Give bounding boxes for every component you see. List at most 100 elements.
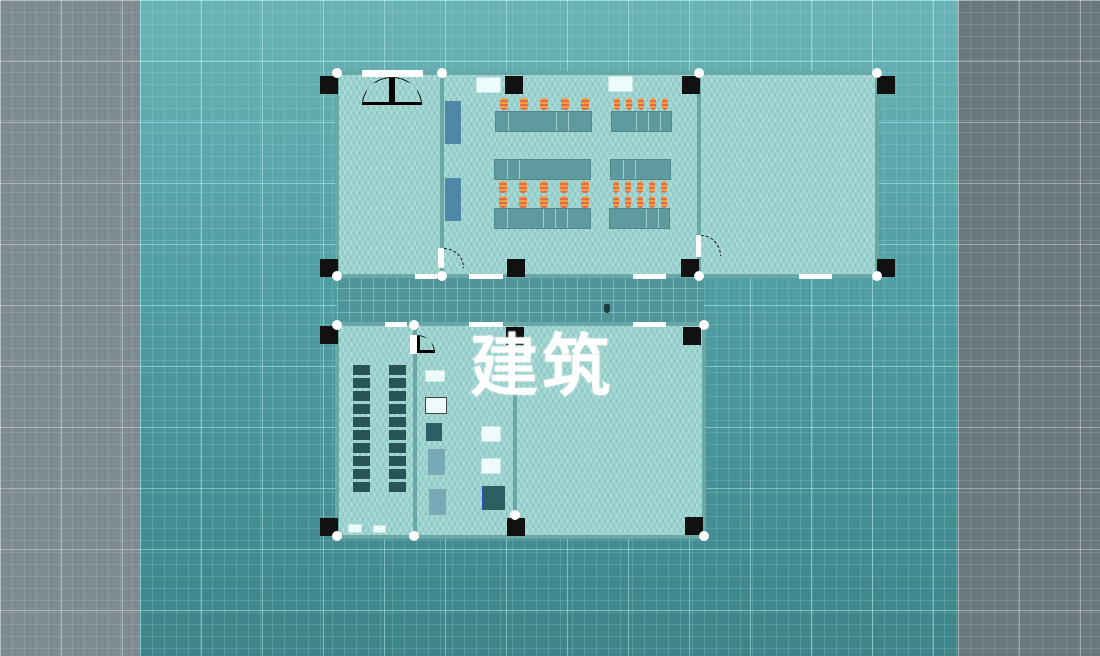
wall-node[interactable]: [437, 271, 447, 281]
cabinet[interactable]: [445, 101, 461, 144]
desk-row[interactable]: [609, 208, 670, 229]
shelf-icon[interactable]: [389, 443, 406, 453]
equipment-box[interactable]: [476, 77, 501, 93]
chair-icon[interactable]: [581, 196, 589, 208]
chair-icon[interactable]: [499, 181, 507, 193]
door-corridor-bottom-1[interactable]: [385, 322, 407, 327]
chair-icon[interactable]: [500, 98, 508, 110]
wall-node[interactable]: [409, 531, 419, 541]
shelf-icon[interactable]: [353, 417, 370, 427]
door-corridor-top-3[interactable]: [633, 274, 666, 279]
small-box[interactable]: [348, 524, 362, 533]
room-top-right[interactable]: [697, 71, 879, 278]
door-top-right-left[interactable]: [696, 235, 701, 257]
wall-node[interactable]: [409, 320, 419, 330]
shelf-icon[interactable]: [389, 404, 406, 414]
wall-node[interactable]: [332, 531, 342, 541]
shelf-icon[interactable]: [389, 378, 406, 388]
shelf-icon[interactable]: [353, 482, 370, 492]
wall-node[interactable]: [510, 510, 520, 520]
room-bottom-right[interactable]: [513, 322, 706, 539]
equipment-box[interactable]: [426, 423, 442, 441]
chair-icon[interactable]: [626, 98, 632, 110]
desk-row[interactable]: [494, 208, 591, 229]
wall-node[interactable]: [437, 68, 447, 78]
wall-node[interactable]: [694, 68, 704, 78]
equipment-box[interactable]: [608, 76, 633, 92]
shelf-icon[interactable]: [353, 456, 370, 466]
chair-icon[interactable]: [613, 181, 619, 193]
chair-icon[interactable]: [560, 181, 568, 193]
chair-icon[interactable]: [540, 196, 548, 208]
chair-icon[interactable]: [499, 196, 507, 208]
wall-node[interactable]: [332, 68, 342, 78]
wall-node[interactable]: [699, 320, 709, 330]
chair-icon[interactable]: [540, 98, 548, 110]
door-corridor-top-1[interactable]: [415, 274, 437, 279]
chair-icon[interactable]: [625, 181, 631, 193]
equipment-box[interactable]: [425, 397, 447, 414]
door-top-left-bottom[interactable]: [438, 248, 444, 268]
chair-icon[interactable]: [581, 98, 589, 110]
shelf-icon[interactable]: [353, 404, 370, 414]
equipment-box[interactable]: [481, 426, 501, 442]
shelf-icon[interactable]: [353, 365, 370, 375]
chair-icon[interactable]: [614, 98, 620, 110]
chair-icon[interactable]: [637, 196, 643, 208]
chair-icon[interactable]: [638, 98, 644, 110]
wall-node[interactable]: [332, 271, 342, 281]
chair-icon[interactable]: [613, 196, 619, 208]
shelf-icon[interactable]: [353, 391, 370, 401]
chair-icon[interactable]: [661, 181, 667, 193]
desk-row[interactable]: [611, 111, 672, 132]
desk-row[interactable]: [494, 159, 591, 180]
chair-icon[interactable]: [649, 181, 655, 193]
door-bottom-middle-left[interactable]: [410, 335, 417, 354]
cabinet[interactable]: [445, 178, 461, 221]
chair-icon[interactable]: [519, 181, 527, 193]
desk-row[interactable]: [495, 111, 592, 132]
chair-icon[interactable]: [561, 98, 569, 110]
shelf-icon[interactable]: [389, 430, 406, 440]
chair-icon[interactable]: [540, 181, 548, 193]
shelf-icon[interactable]: [353, 443, 370, 453]
shelf-icon[interactable]: [389, 391, 406, 401]
shelf-icon[interactable]: [353, 469, 370, 479]
chair-icon[interactable]: [520, 98, 528, 110]
wall-node[interactable]: [694, 271, 704, 281]
door-corridor-top-2[interactable]: [469, 274, 503, 279]
double-door-top-left[interactable]: [362, 70, 423, 77]
shelf-icon[interactable]: [389, 482, 406, 492]
wall-node[interactable]: [872, 271, 882, 281]
wall-node[interactable]: [332, 320, 342, 330]
door-corridor-bottom-3[interactable]: [633, 322, 666, 327]
chair-icon[interactable]: [625, 196, 631, 208]
chair-icon[interactable]: [637, 181, 643, 193]
shelf-icon[interactable]: [353, 378, 370, 388]
desk-row[interactable]: [610, 159, 671, 180]
pillar: [877, 259, 895, 277]
wall-node[interactable]: [699, 531, 709, 541]
chair-icon[interactable]: [649, 196, 655, 208]
shelf-icon[interactable]: [353, 430, 370, 440]
chair-icon[interactable]: [661, 196, 667, 208]
equipment-box[interactable]: [425, 370, 445, 382]
shelf-icon[interactable]: [389, 365, 406, 375]
chair-icon[interactable]: [519, 196, 527, 208]
door-corridor-bottom-2[interactable]: [469, 322, 503, 327]
chair-icon[interactable]: [650, 98, 656, 110]
wall-node[interactable]: [872, 68, 882, 78]
chair-icon[interactable]: [560, 196, 568, 208]
door-corridor-top-4[interactable]: [799, 274, 832, 279]
shelf-icon[interactable]: [389, 469, 406, 479]
chair-icon[interactable]: [581, 181, 589, 193]
equipment-box[interactable]: [429, 489, 446, 515]
equipment-box[interactable]: [481, 458, 501, 474]
shelf-icon[interactable]: [389, 456, 406, 466]
main-corridor[interactable]: [337, 276, 704, 326]
small-box[interactable]: [373, 525, 386, 533]
chair-icon[interactable]: [662, 98, 668, 110]
shelf-icon[interactable]: [389, 417, 406, 427]
equipment-box[interactable]: [482, 486, 505, 510]
equipment-box[interactable]: [428, 449, 445, 475]
